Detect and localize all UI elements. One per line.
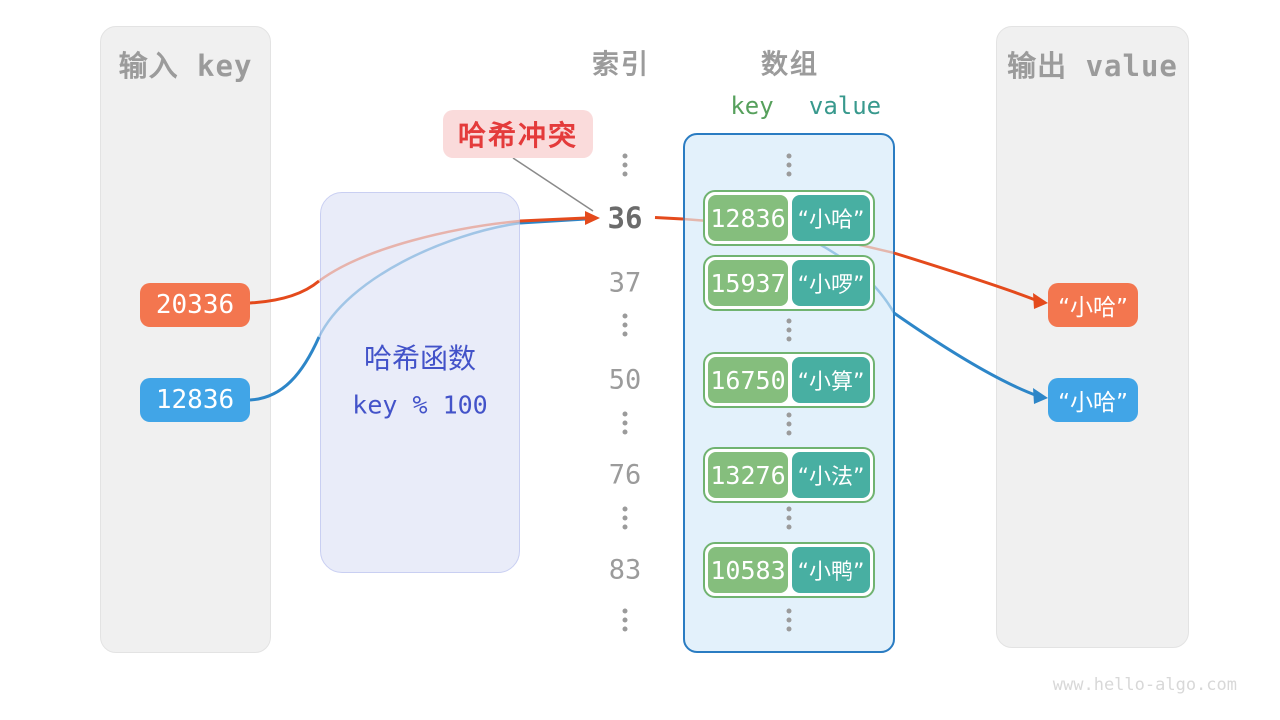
hash-collision-label: 哈希冲突 [443,110,593,158]
pair-value: “小啰” [792,260,870,306]
index-83: 83 [608,554,642,586]
index-ellipsis [622,313,628,337]
pair-row: 12836 “小哈” [703,190,875,246]
array-ellipsis [786,608,792,632]
index-36: 36 [607,201,643,235]
pair-row: 10583 “小鸭” [703,542,875,598]
pair-value: “小法” [792,452,870,498]
input-key-20336: 20336 [140,283,250,327]
array-ellipsis [786,412,792,436]
output-value-panel: 输出 value [996,26,1189,648]
input-key-12836: 12836 [140,378,250,422]
arrowhead-to-index-36 [585,211,600,225]
array-ellipsis [786,153,792,177]
pair-row: 13276 “小法” [703,447,875,503]
index-ellipsis [622,411,628,435]
output-value-blue: “小哈” [1048,378,1138,422]
array-ellipsis [786,506,792,530]
pair-value: “小哈” [792,195,870,241]
output-panel-title: 输出 value [1007,49,1178,83]
pair-key: 13276 [708,452,788,498]
collision-pointer-line [512,157,594,212]
hash-function-formula: key % 100 [352,390,488,420]
pair-key: 12836 [708,195,788,241]
index-ellipsis [622,506,628,530]
hash-function-box [320,192,520,573]
key-column-header: key [730,92,774,120]
pair-value: “小鸭” [792,547,870,593]
array-column-title: 数组 [761,49,819,81]
index-37: 37 [608,267,642,299]
pair-key: 16750 [708,357,788,403]
pair-value: “小算” [792,357,870,403]
value-column-header: value [808,92,882,120]
pair-row: 15937 “小啰” [703,255,875,311]
pair-row: 16750 “小算” [703,352,875,408]
pair-key: 15937 [708,260,788,306]
hash-collision-text: 哈希冲突 [457,119,578,152]
pair-key: 10583 [708,547,788,593]
blue-to-index-line [519,217,587,225]
hash-function-name: 哈希函数 [363,342,477,375]
output-value-orange: “小哈” [1048,283,1138,327]
index-to-array-line [654,216,684,221]
input-key-panel: 输入 key [100,26,271,653]
index-ellipsis [622,608,628,632]
index-50: 50 [608,364,642,396]
index-column-title: 索引 [592,49,650,81]
index-ellipsis [622,153,628,177]
site-watermark: www.hello-algo.com [1052,675,1237,695]
orange-to-index-line [519,216,587,223]
index-76: 76 [608,459,642,491]
input-panel-title: 输入 key [118,49,253,83]
array-ellipsis [786,318,792,342]
